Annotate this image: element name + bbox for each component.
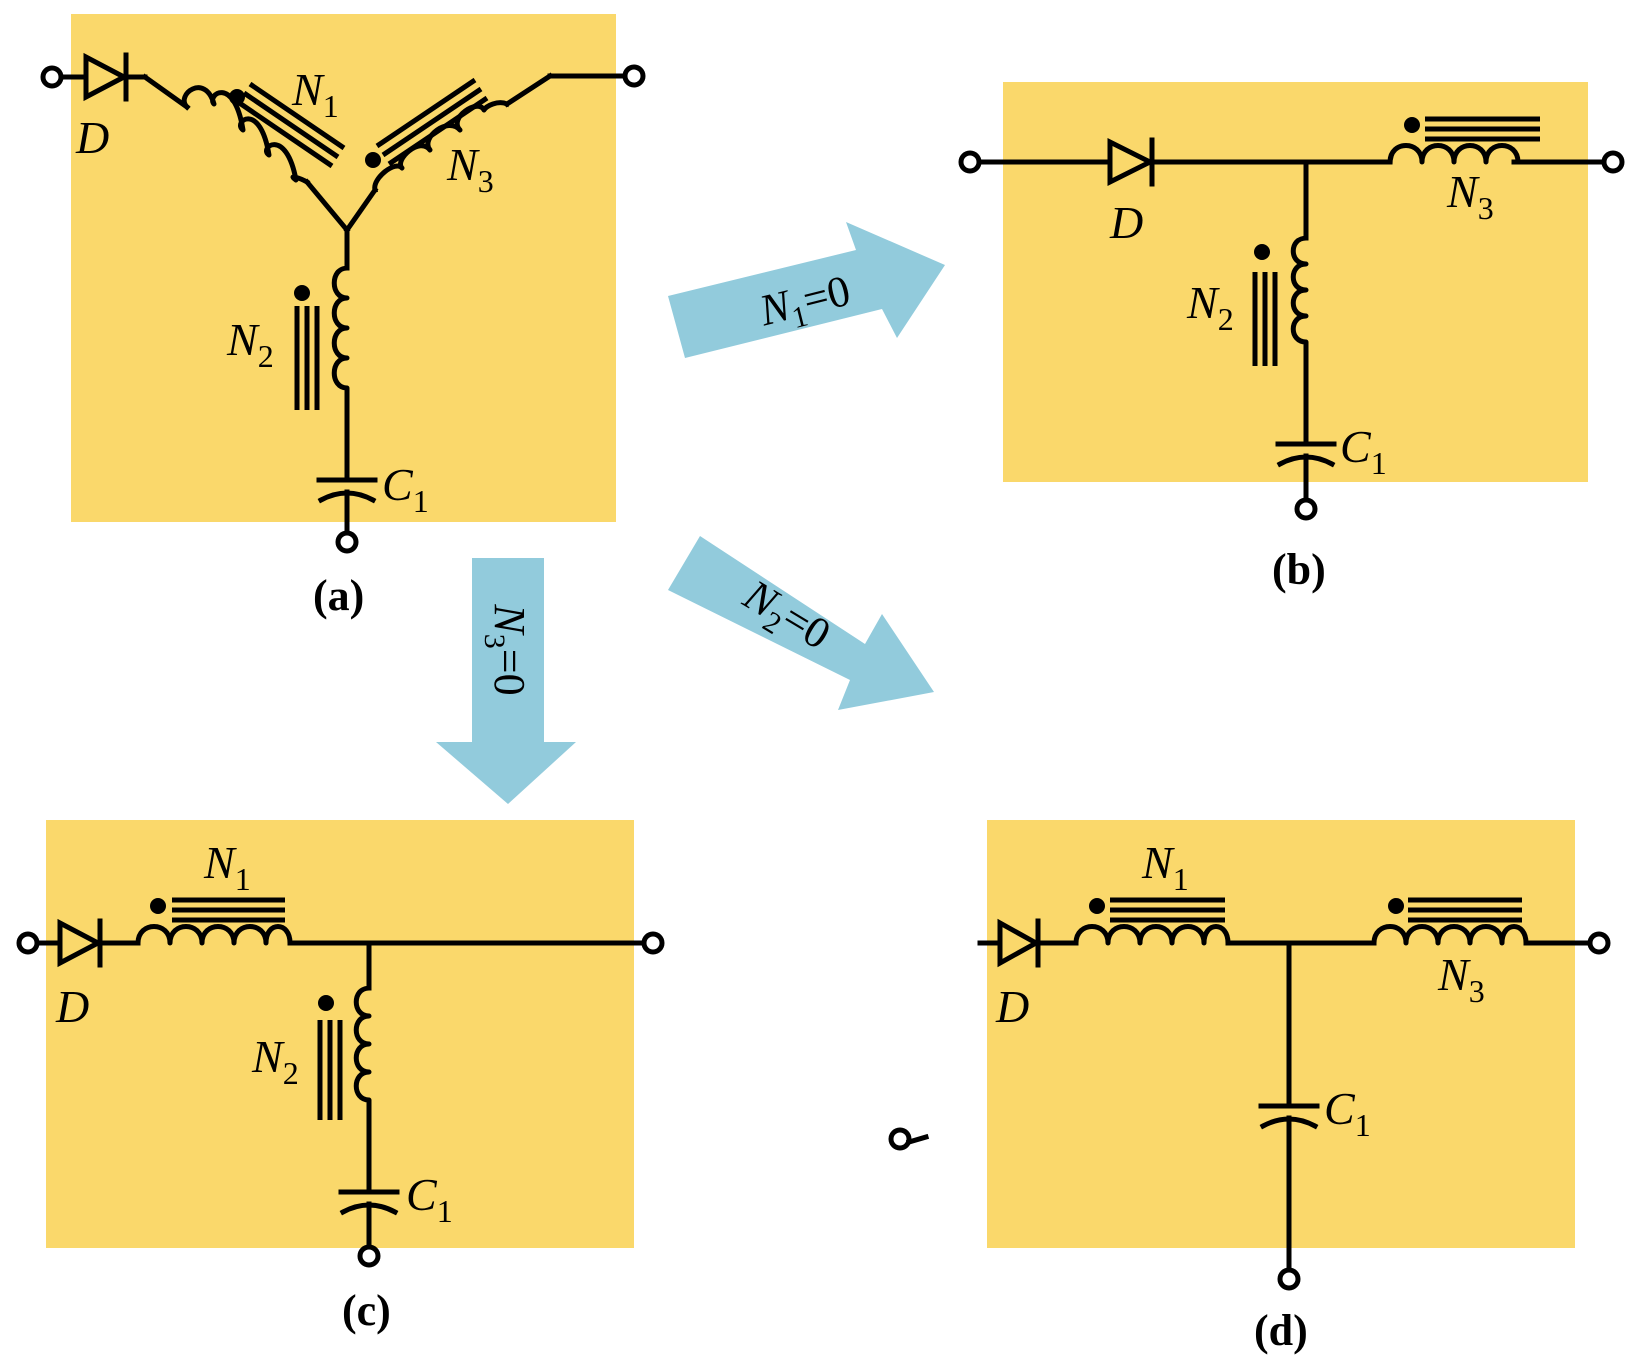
panel-d-n3-winding (1371, 924, 1529, 946)
panel-a-diode-label: D (75, 112, 109, 163)
panel-c-bottom-terminal (357, 1244, 381, 1268)
panel-b-output-terminal (1601, 150, 1625, 174)
panel-a: D N1 N3 N2 C1 (a) (40, 14, 646, 620)
panel-c-output-terminal (641, 931, 665, 955)
panel-c-diode-label: D (55, 981, 89, 1032)
panel-d-bottom-terminal (1277, 1267, 1301, 1291)
arrow-to-d: N2=0 (668, 536, 934, 710)
panel-b-n3-label: N3 (1446, 166, 1494, 226)
arrow-to-d-shape (668, 536, 934, 710)
panel-d-caption: (d) (1254, 1306, 1308, 1355)
panel-a-n1-winding (181, 85, 311, 186)
panel-d-c1-label: C1 (1324, 1083, 1371, 1143)
panel-c-input-terminal (16, 931, 40, 955)
panel-b-caption: (b) (1272, 545, 1326, 594)
panel-b-n2-dot (1254, 244, 1270, 260)
panel-b-c1-label: C1 (1340, 421, 1387, 481)
panel-b-n2-label: N2 (1186, 277, 1234, 337)
panel-a-n1-core (236, 99, 334, 169)
panel-a-n2-winding (331, 265, 350, 419)
panel-c-n1-label: N1 (203, 837, 251, 897)
panel-a-caption: (a) (313, 571, 364, 620)
panel-a-n2-dot (294, 285, 310, 301)
arrow-to-c-label: N3=0 (478, 603, 534, 695)
panel-b-input-terminal (958, 150, 982, 174)
panel-c-n1-winding (135, 924, 293, 946)
panel-a-n1-label: N1 (291, 64, 339, 124)
panel-c-n2-dot (318, 995, 334, 1011)
panel-a-bottom-terminal (335, 530, 359, 554)
panel-d-output-terminal (1587, 931, 1611, 955)
arrow-to-c: N3=0 (436, 558, 576, 804)
panel-a-c1-label: C1 (382, 459, 429, 519)
panel-c-n2-label: N2 (251, 1031, 299, 1091)
arrow-to-c-shape (436, 558, 576, 804)
panel-d-n1-dot (1089, 898, 1105, 914)
panel-a-n3-core (375, 77, 477, 149)
panel-d-background (987, 820, 1575, 1248)
panel-a-n3-dot (365, 152, 381, 168)
panel-d-diode-label: D (995, 981, 1029, 1032)
panel-c: D N1 N2 C1 (c) (16, 820, 665, 1335)
panel-b-n3-dot (1404, 117, 1420, 133)
panel-c-caption: (c) (342, 1286, 391, 1335)
panel-d-n1-winding (1073, 924, 1231, 946)
panel-d-stray-terminal (888, 1127, 912, 1151)
panel-c-n2-winding (353, 985, 372, 1123)
panel-c-n1-dot (150, 898, 166, 914)
panel-a-output-terminal (622, 64, 646, 88)
panel-a-n3-label: N3 (446, 139, 494, 199)
panel-d-n1-label: N1 (1141, 837, 1189, 897)
arrow-to-b: N1=0 (668, 222, 945, 358)
arrow-to-b-shape (668, 222, 945, 358)
panel-a-input-terminal (40, 65, 64, 89)
panel-d-n3-dot (1388, 898, 1404, 914)
panel-b: D N3 N2 C1 (b) (958, 82, 1625, 594)
panel-d-n3-label: N3 (1437, 949, 1485, 1009)
panel-b-bottom-terminal (1294, 497, 1318, 521)
panel-d: D N1 N3 C1 (d) (888, 820, 1611, 1355)
panel-b-n3-winding (1387, 143, 1521, 165)
panel-a-n1-dot (229, 89, 245, 105)
panel-b-diode-label: D (1109, 197, 1143, 248)
panel-a-n2-label: N2 (226, 314, 274, 374)
panel-c-c1-label: C1 (406, 1169, 453, 1229)
panel-b-n2-winding (1290, 235, 1309, 371)
